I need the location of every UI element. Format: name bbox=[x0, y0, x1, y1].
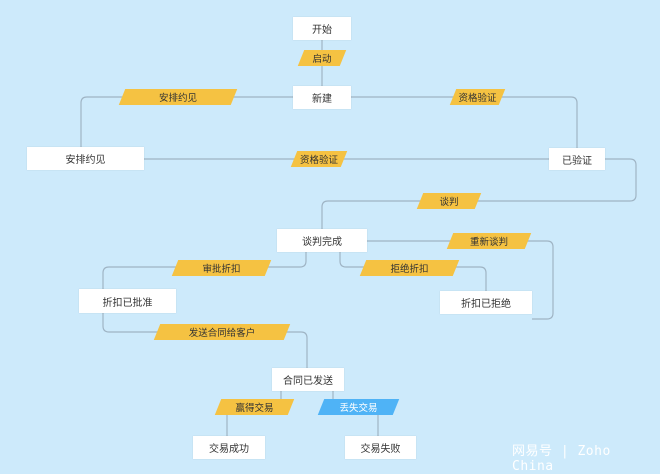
transition-label: 重新谈判 bbox=[469, 237, 508, 248]
node-discount-approved[interactable]: 折扣已批准 bbox=[79, 289, 176, 313]
node-discount-rejected[interactable]: 折扣已拒绝 bbox=[440, 291, 532, 314]
node-start[interactable]: 开始 bbox=[293, 17, 351, 40]
transition-label: 资格验证 bbox=[458, 93, 497, 104]
transition-approve-discount[interactable]: 审批折扣 bbox=[175, 260, 268, 276]
transition-label: 谈判 bbox=[439, 197, 459, 208]
transition-label: 审批折扣 bbox=[202, 264, 241, 275]
transition-qualify-top[interactable]: 资格验证 bbox=[453, 89, 502, 105]
line-renegotiate bbox=[367, 240, 554, 320]
watermark: 网易号 | Zoho China bbox=[512, 444, 611, 474]
transition-renegotiate[interactable]: 重新谈判 bbox=[450, 233, 528, 249]
transition-label: 拒绝折扣 bbox=[390, 264, 429, 275]
node-contract-sent[interactable]: 合同已发送 bbox=[272, 368, 344, 391]
transition-schedule-meeting[interactable]: 安排约见 bbox=[122, 89, 234, 105]
transition-label: 赢得交易 bbox=[235, 403, 274, 414]
node-negotiated[interactable]: 谈判完成 bbox=[277, 229, 367, 252]
transition-reject-discount[interactable]: 拒绝折扣 bbox=[363, 260, 456, 276]
transition-launch[interactable]: 启动 bbox=[301, 50, 343, 66]
line-verified-negotiated bbox=[321, 158, 637, 229]
line-new-verified bbox=[351, 96, 578, 148]
node-deal-lost[interactable]: 交易失败 bbox=[345, 436, 416, 459]
line-new-meeting bbox=[80, 96, 293, 147]
transition-lose[interactable]: 丢失交易 bbox=[321, 399, 396, 415]
node-meeting[interactable]: 安排约见 bbox=[27, 147, 144, 170]
transition-negotiate[interactable]: 谈判 bbox=[420, 193, 478, 209]
transition-label: 启动 bbox=[312, 54, 332, 65]
transition-qualify-mid[interactable]: 资格验证 bbox=[294, 151, 344, 167]
transition-send-contract[interactable]: 发送合同给客户 bbox=[157, 324, 287, 340]
transition-label: 安排约见 bbox=[158, 93, 197, 104]
node-new[interactable]: 新建 bbox=[293, 86, 351, 109]
node-verified[interactable]: 已验证 bbox=[549, 148, 605, 170]
line-send-contract bbox=[102, 313, 308, 368]
transition-label: 丢失交易 bbox=[339, 403, 378, 414]
transition-label: 发送合同给客户 bbox=[188, 328, 256, 339]
node-deal-won[interactable]: 交易成功 bbox=[193, 436, 265, 459]
transition-win[interactable]: 赢得交易 bbox=[218, 399, 291, 415]
transition-label: 资格验证 bbox=[299, 155, 338, 166]
